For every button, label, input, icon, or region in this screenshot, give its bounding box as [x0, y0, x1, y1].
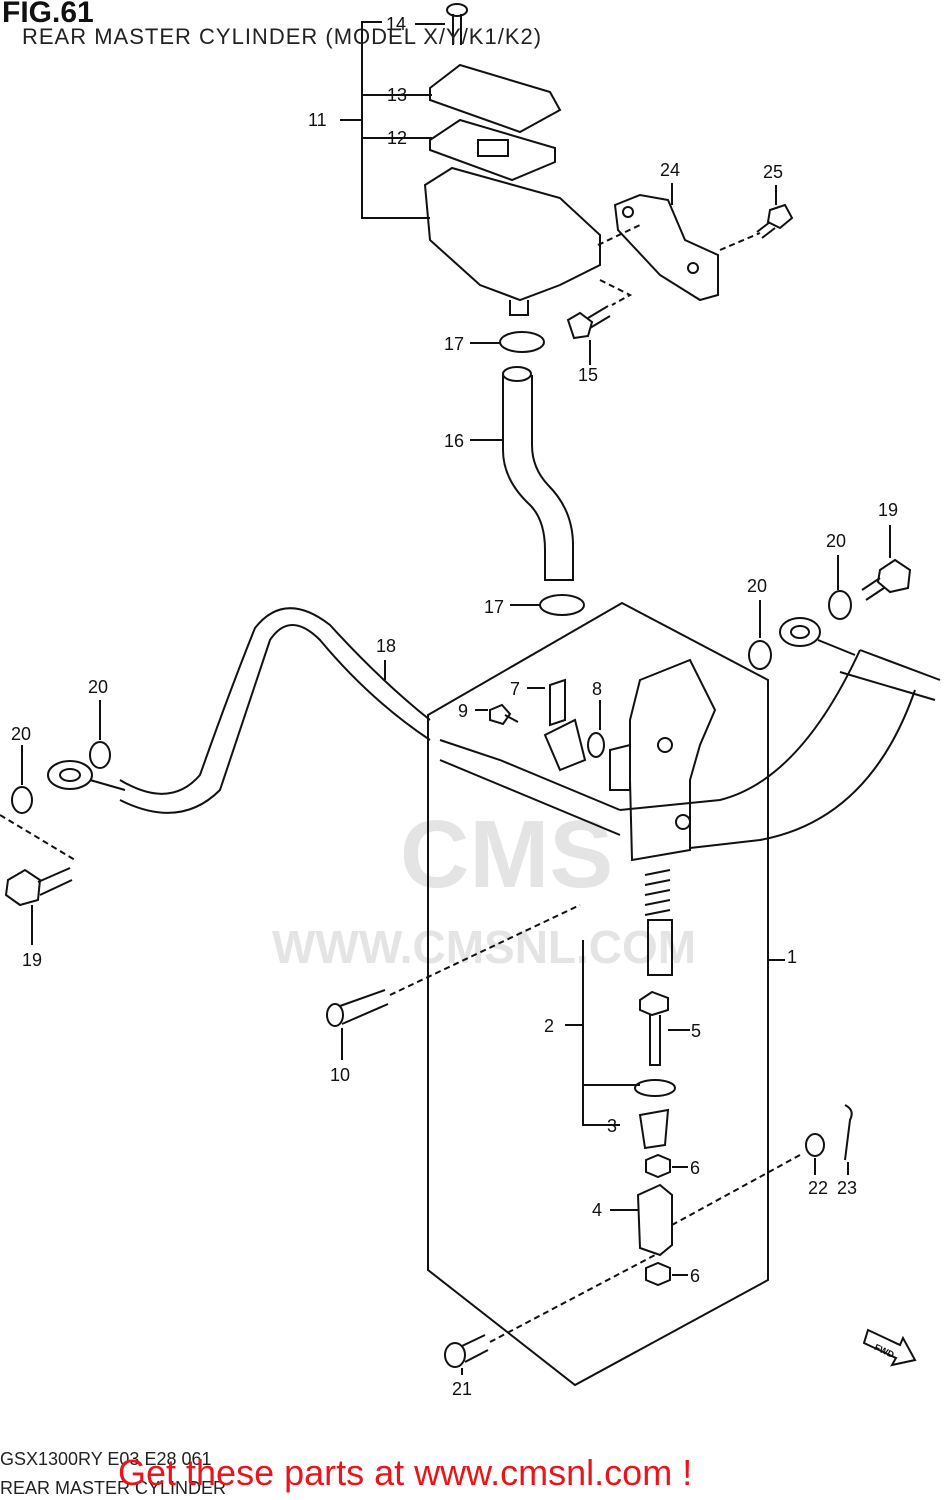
reservoir-hose-16	[502, 375, 574, 581]
hose-clamp-17-lower	[539, 594, 585, 616]
nut-6-upper	[645, 1153, 671, 1179]
reservoir-body-11	[423, 166, 601, 302]
callout-11: 11	[308, 110, 327, 130]
brake-hose-right-2	[689, 689, 916, 849]
callout-21: 21	[452, 1379, 472, 1399]
callout-14: 14	[386, 14, 406, 34]
o-ring-8	[587, 732, 605, 758]
washer-20-left-a	[89, 741, 111, 769]
callout-9: 9	[458, 701, 468, 721]
callout-6-lower: 6	[690, 1266, 700, 1286]
pushrod-5	[639, 990, 669, 1066]
callout-17-top: 17	[444, 334, 464, 354]
washer-20-left-b	[11, 786, 33, 814]
callout-10: 10	[330, 1065, 350, 1085]
callout-15: 15	[578, 365, 598, 385]
callout-23: 23	[837, 1178, 857, 1198]
callout-20-a: 20	[88, 677, 108, 697]
callout-17-lower: 17	[484, 597, 504, 617]
banjo-bolt-19-left	[4, 867, 73, 907]
footer-code: GSX1300RY E03 E28 061	[0, 1449, 212, 1469]
bracket-hole-1	[622, 206, 634, 218]
inlet-fitting-7	[543, 678, 587, 772]
brake-hose-right-end	[839, 649, 941, 701]
washer-20-right-b	[828, 590, 852, 620]
callout-7: 7	[510, 679, 520, 699]
brake-hose-right	[619, 649, 861, 811]
callout-13: 13	[387, 85, 407, 105]
washer-20-right-a	[748, 640, 772, 670]
assembly-outline-1	[427, 601, 769, 1387]
figure-title: REAR MASTER CYLINDER (MODEL X/Y/K1/K2)	[22, 24, 543, 49]
dash-line-22	[671, 1154, 801, 1226]
callout-20-d: 20	[826, 531, 846, 551]
forward-arrow-icon	[862, 1328, 917, 1367]
brake-hose-18-mid-2	[439, 759, 621, 836]
nut-6-lower	[645, 1261, 671, 1287]
piston	[647, 919, 673, 976]
screw-14	[446, 3, 468, 45]
dash-line-25	[597, 224, 761, 251]
cotter-pin-23	[844, 1104, 853, 1161]
brake-hose-18-left	[119, 624, 431, 814]
bolt-10	[326, 989, 389, 1027]
callout-2: 2	[544, 1016, 554, 1036]
brake-hose-18-left-2	[119, 607, 431, 795]
spring	[644, 869, 671, 916]
dash-line-19-left	[0, 814, 76, 861]
diaphragm-center-12	[477, 139, 509, 157]
reservoir-nipple	[509, 300, 529, 316]
dash-line-15	[599, 279, 633, 306]
boot-3	[638, 1108, 670, 1150]
callout-22: 22	[808, 1178, 828, 1198]
callout-19-right: 19	[878, 500, 898, 520]
callout-4: 4	[592, 1200, 602, 1220]
banjo-fitting-left	[47, 760, 126, 791]
callout-19-left: 19	[22, 950, 42, 970]
callout-20-c: 20	[747, 576, 767, 596]
bracket-24	[613, 193, 719, 302]
leader-2-bracket	[582, 940, 620, 1126]
clevis-4	[636, 1183, 673, 1257]
promo-link[interactable]: Get these parts at www.cmsnl.com !	[118, 1452, 693, 1493]
washer-22	[805, 1133, 825, 1157]
reservoir-cap-13	[429, 63, 562, 134]
callout-24: 24	[660, 160, 680, 180]
brake-hose-18-mid	[439, 739, 621, 811]
callout-12: 12	[387, 128, 407, 148]
circlip	[634, 1079, 676, 1097]
hose-clamp-17-top	[499, 331, 545, 353]
bracket-hole-2	[687, 262, 699, 274]
bolt-15	[566, 305, 611, 340]
callout-8: 8	[592, 679, 602, 699]
diaphragm-12	[429, 118, 556, 182]
callout-16: 16	[444, 431, 464, 451]
callout-6-upper: 6	[690, 1158, 700, 1178]
footer-name: REAR MASTER CYLINDER	[0, 1478, 227, 1498]
callout-25: 25	[763, 162, 783, 182]
dash-line-21	[489, 1254, 656, 1343]
figure-number: FIG.61	[2, 0, 94, 29]
screw-9	[489, 703, 519, 726]
dash-line-10	[389, 904, 581, 996]
callout-1: 1	[787, 947, 797, 967]
bolt-25	[756, 203, 794, 239]
leader-11-bracket	[361, 21, 430, 219]
clevis-pin-21	[444, 1334, 489, 1368]
callout-18: 18	[376, 636, 396, 656]
watermark-brand: CMS	[400, 801, 614, 908]
banjo-fitting-right	[779, 617, 856, 656]
banjo-bolt-19-right	[861, 558, 912, 601]
hose-end-16	[502, 366, 532, 382]
callout-20-b: 20	[11, 724, 31, 744]
master-cylinder-body	[609, 658, 717, 862]
callout-5: 5	[691, 1021, 701, 1041]
callout-3: 3	[607, 1116, 617, 1136]
watermark-url: WWW.CMSNL.COM	[272, 921, 697, 973]
